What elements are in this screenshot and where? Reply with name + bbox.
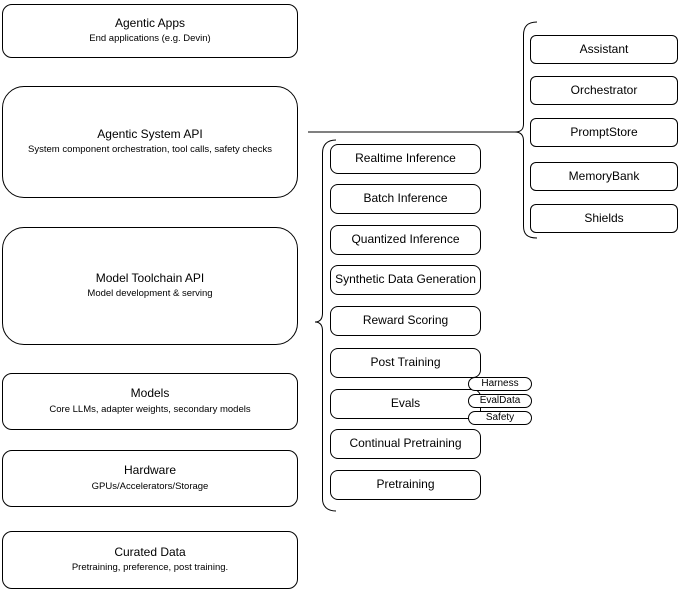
system-node-shields: Shields (530, 204, 678, 233)
layer-model-toolchain-api: Model Toolchain API Model development & … (2, 227, 298, 345)
node-label: Continual Pretraining (349, 436, 462, 451)
node-label: Orchestrator (570, 82, 638, 97)
node-title: Curated Data (114, 544, 186, 559)
toolchain-node-synthetic-data-generation: Synthetic Data Generation (330, 265, 481, 295)
pill-label: Safety (485, 412, 515, 423)
node-title: Agentic Apps (114, 15, 186, 30)
node-label: Shields (584, 210, 624, 225)
system-components-bracket (514, 21, 538, 239)
node-label: MemoryBank (568, 168, 640, 183)
node-label: Realtime Inference (355, 151, 456, 166)
system-node-memorybank: MemoryBank (530, 162, 678, 191)
layer-hardware: Hardware GPUs/Accelerators/Storage (2, 450, 298, 507)
node-label: Assistant (579, 41, 629, 56)
node-subtitle: System component orchestration, tool cal… (28, 144, 272, 156)
node-subtitle: End applications (e.g. Devin) (89, 33, 211, 45)
layer-agentic-system-api: Agentic System API System component orch… (2, 86, 298, 198)
toolchain-node-pretraining: Pretraining (330, 470, 481, 500)
node-label: Reward Scoring (362, 313, 449, 328)
layer-agentic-apps: Agentic Apps End applications (e.g. Devi… (2, 4, 298, 58)
evals-pill-safety: Safety (468, 411, 532, 425)
toolchain-node-batch-inference: Batch Inference (330, 184, 481, 214)
system-node-promptstore: PromptStore (530, 118, 678, 147)
evals-pill-evaldata: EvalData (468, 394, 532, 408)
node-subtitle: Core LLMs, adapter weights, secondary mo… (49, 403, 251, 415)
node-label: PromptStore (570, 124, 638, 139)
node-label: Quantized Inference (351, 232, 460, 247)
layer-curated-data: Curated Data Pretraining, preference, po… (2, 531, 298, 589)
layer-models: Models Core LLMs, adapter weights, secon… (2, 373, 298, 430)
node-subtitle: GPUs/Accelerators/Storage (91, 480, 209, 492)
node-title: Models (130, 386, 170, 401)
toolchain-node-reward-scoring: Reward Scoring (330, 306, 481, 336)
toolchain-node-post-training: Post Training (330, 348, 481, 378)
pill-label: Harness (481, 378, 519, 389)
toolchain-node-quantized-inference: Quantized Inference (330, 225, 481, 255)
node-title: Model Toolchain API (95, 270, 205, 285)
node-title: Hardware (123, 463, 177, 478)
node-title: Agentic System API (97, 126, 203, 141)
node-label: Pretraining (376, 477, 435, 492)
toolchain-node-continual-pretraining: Continual Pretraining (330, 429, 481, 459)
pill-label: EvalData (479, 395, 521, 406)
node-subtitle: Pretraining, preference, post training. (71, 562, 229, 574)
node-label: Post Training (370, 355, 441, 370)
node-label: Evals (390, 396, 421, 411)
evals-pill-harness: Harness (468, 377, 532, 391)
node-label: Synthetic Data Generation (335, 272, 476, 287)
toolchain-bracket (314, 139, 337, 512)
node-subtitle: Model development & serving (87, 288, 213, 300)
node-label: Batch Inference (363, 191, 448, 206)
toolchain-node-evals: Evals (330, 389, 481, 419)
system-node-orchestrator: Orchestrator (530, 76, 678, 105)
system-node-assistant: Assistant (530, 35, 678, 64)
toolchain-node-realtime-inference: Realtime Inference (330, 144, 481, 174)
